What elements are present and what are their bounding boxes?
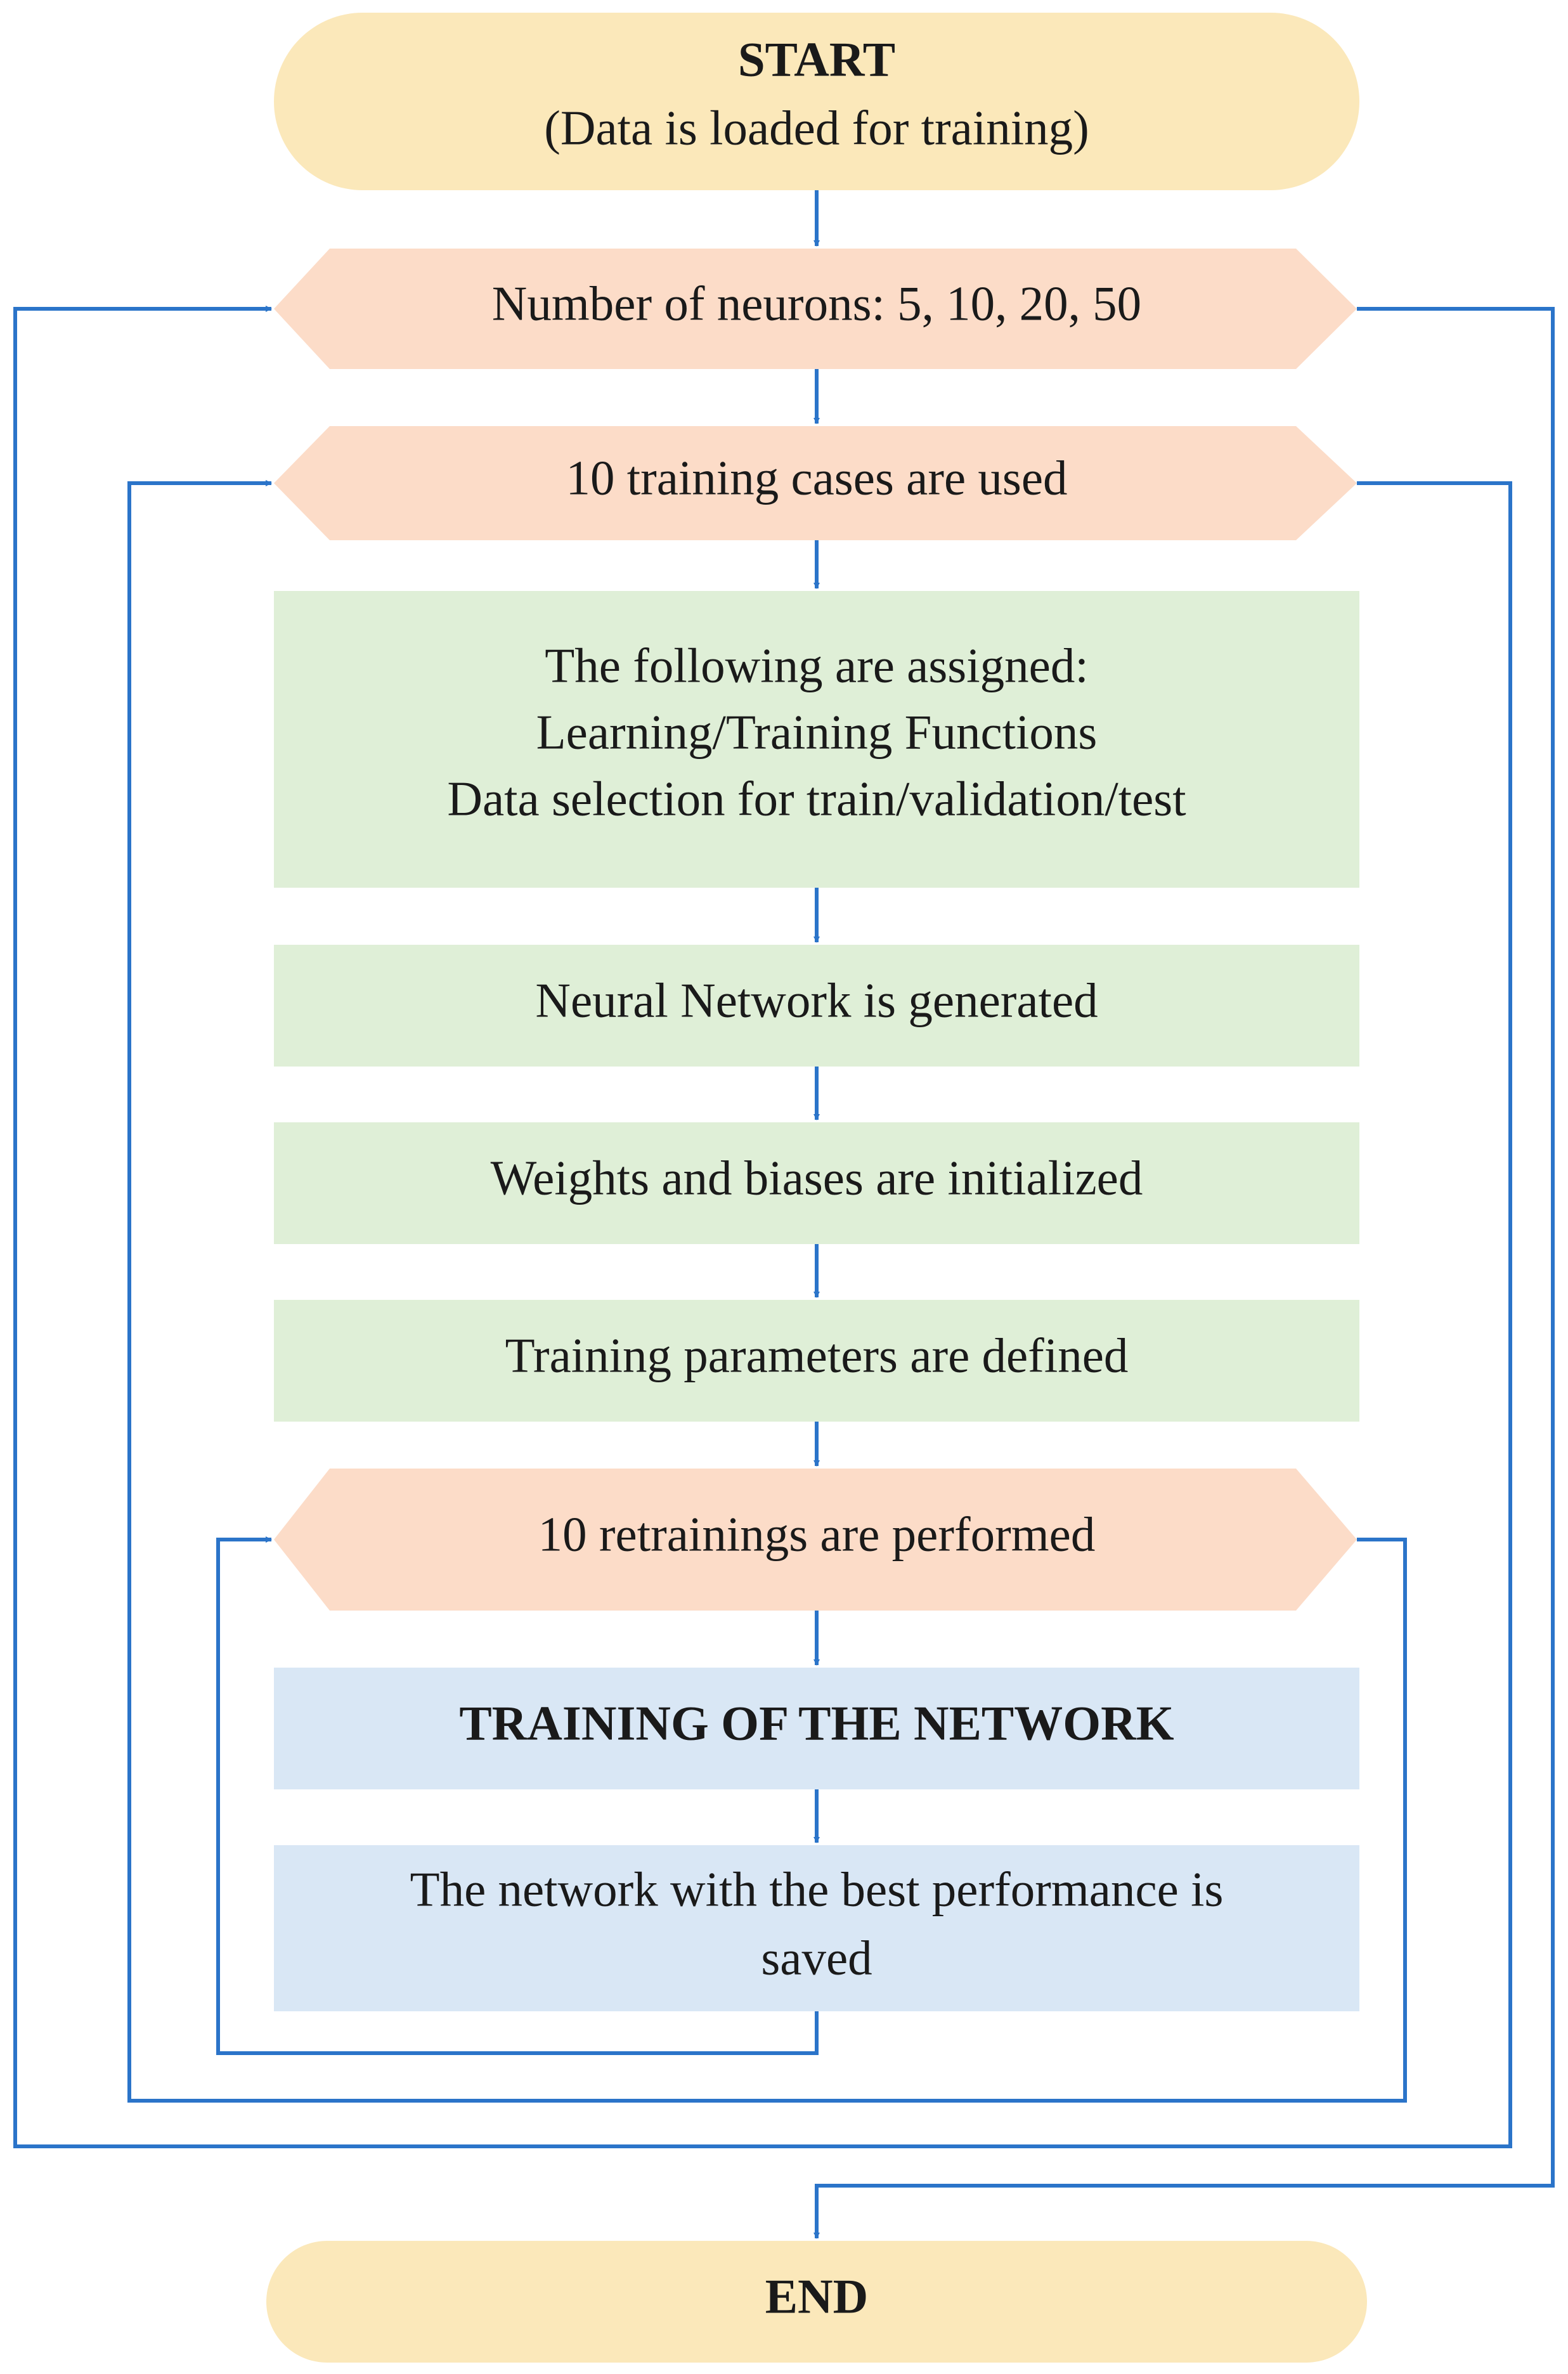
start-subtitle: (Data is loaded for training) [544, 101, 1089, 155]
end-shape [266, 2241, 1367, 2363]
loop-cases: 10 training cases are used [274, 426, 1357, 540]
step-save-line2: saved [761, 1931, 872, 1985]
start-terminator: START (Data is loaded for training) [274, 13, 1359, 190]
step-assign-line1: The following are assigned: [545, 639, 1088, 693]
step-train-shape [274, 1668, 1359, 1789]
step-params-label: Training parameters are defined [505, 1328, 1129, 1383]
step-init-shape [274, 1122, 1359, 1244]
step-save-line1: The network with the best performance is [410, 1862, 1224, 1917]
loop-back-retrainings [216, 1536, 819, 2055]
step-train-label: TRAINING OF THE NETWORK [459, 1696, 1174, 1751]
start-title: START [738, 32, 895, 87]
step-save-shape [274, 1845, 1359, 2011]
end-title: END [765, 2269, 869, 2324]
step-generate-label: Neural Network is generated [535, 973, 1098, 1028]
step-params: Training parameters are defined [274, 1300, 1359, 1422]
loop-exit-cases [13, 306, 1512, 2148]
step-init-label: Weights and biases are initialized [491, 1151, 1143, 1205]
loop-retrainings-label: 10 retrainings are performed [538, 1507, 1096, 1562]
loop-neurons-label: Number of neurons: 5, 10, 20, 50 [492, 276, 1141, 331]
step-save: The network with the best performance is… [274, 1845, 1359, 2011]
start-shape [274, 13, 1359, 190]
step-params-shape [274, 1300, 1359, 1422]
loop-neurons: Number of neurons: 5, 10, 20, 50 [274, 249, 1357, 369]
loop-retrainings: 10 retrainings are performed [274, 1469, 1357, 1611]
step-init: Weights and biases are initialized [274, 1122, 1359, 1244]
loop-cases-shape [274, 426, 1357, 540]
loop-retrainings-shape [274, 1469, 1357, 1611]
loop-cases-label: 10 training cases are used [566, 451, 1067, 505]
step-generate: Neural Network is generated [274, 945, 1359, 1067]
step-assign: The following are assigned: Learning/Tra… [274, 591, 1359, 888]
step-train: TRAINING OF THE NETWORK [274, 1668, 1359, 1789]
loop-exit-neurons [813, 307, 1555, 2239]
step-assign-line3: Data selection for train/validation/test [447, 772, 1186, 826]
step-generate-shape [274, 945, 1359, 1067]
loop-neurons-shape [274, 249, 1357, 369]
end-terminator: END [266, 2241, 1367, 2363]
loop-exit-retrainings [127, 480, 1407, 2103]
step-assign-shape [274, 591, 1359, 888]
step-assign-line2: Learning/Training Functions [536, 705, 1098, 760]
